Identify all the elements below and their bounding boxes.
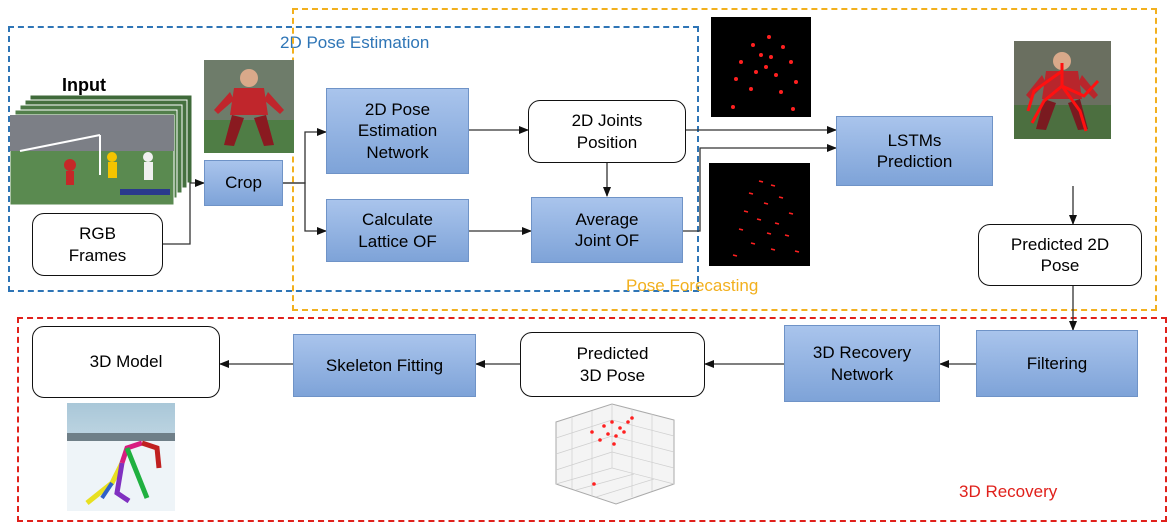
heatmap-dot — [751, 43, 755, 47]
filtering-node: Filtering — [976, 330, 1138, 397]
flow-vector — [794, 250, 800, 253]
region-pose-estimation — [8, 26, 699, 292]
heatmap-dot — [767, 35, 771, 39]
flow-vector — [770, 248, 776, 251]
flow-vector — [750, 242, 756, 245]
recovery-network-node: 3D Recovery Network — [784, 325, 940, 402]
heatmap-dot — [739, 60, 743, 64]
heatmap-dot — [769, 55, 773, 59]
heatmap-dot — [754, 70, 758, 74]
prediction-overlay-image — [1014, 41, 1111, 139]
flow-vector — [732, 254, 738, 257]
edge-average-to-lstms — [683, 144, 837, 232]
region-recovery-label: 3D Recovery — [959, 482, 1058, 501]
heatmap-dot — [791, 107, 795, 111]
heatmap-dot — [794, 80, 798, 84]
flow-vector — [758, 180, 764, 183]
heatmap-dot — [764, 65, 768, 69]
edge-crop-to-pose-network — [283, 128, 327, 184]
joints-position-node: 2D Joints Position — [528, 100, 686, 163]
rgb-frames-node: RGB Frames — [32, 213, 163, 276]
edge-rgb-to-crop — [163, 179, 205, 245]
input-label: Input — [62, 75, 106, 95]
region-pose-estimation-label: 2D Pose Estimation — [280, 33, 430, 52]
heatmap-dot — [779, 90, 783, 94]
joint-heatmap-image — [711, 17, 811, 117]
rgb-frame-stack — [10, 95, 200, 207]
region-pose-forecasting-label: Pose Forecasting — [626, 276, 759, 295]
predicted-2d-pose-node: Predicted 2D Pose — [978, 224, 1142, 286]
pose-3d-scatter-image — [542, 392, 688, 520]
flow-vector — [756, 218, 762, 221]
heatmap-dot — [749, 87, 753, 91]
heatmap-dot — [789, 60, 793, 64]
model-3d-node: 3D Model — [32, 326, 220, 398]
heatmap-dot — [759, 53, 763, 57]
flow-vector — [784, 234, 790, 237]
average-joint-of-node: Average Joint OF — [531, 197, 683, 263]
region-pose-forecasting — [292, 8, 1157, 311]
crop-image — [204, 60, 294, 153]
optical-flow-image — [709, 163, 810, 266]
flow-vector — [774, 222, 780, 225]
heatmap-dot — [774, 73, 778, 77]
edge-crop-to-lattice — [283, 182, 327, 235]
lattice-of-node: Calculate Lattice OF — [326, 199, 469, 262]
pose-estimation-network-node: 2D Pose Estimation Network — [326, 88, 469, 174]
flow-vector — [788, 212, 794, 215]
lstms-prediction-node: LSTMs Prediction — [836, 116, 993, 186]
flow-vector — [748, 192, 754, 195]
flow-vector — [770, 184, 776, 187]
heatmap-dot — [734, 77, 738, 81]
model-3d-render — [67, 403, 175, 511]
flow-vector — [778, 196, 784, 199]
crop-node: Crop — [204, 160, 283, 206]
heatmap-dot — [781, 45, 785, 49]
flow-vector — [743, 210, 749, 213]
heatmap-dot — [731, 105, 735, 109]
skeleton-fitting-node: Skeleton Fitting — [293, 334, 476, 397]
flow-vector — [763, 202, 769, 205]
flow-vector — [766, 232, 772, 235]
flow-vector — [738, 228, 744, 231]
predicted-3d-pose-node: Predicted 3D Pose — [520, 332, 705, 397]
region-recovery — [17, 317, 1167, 522]
